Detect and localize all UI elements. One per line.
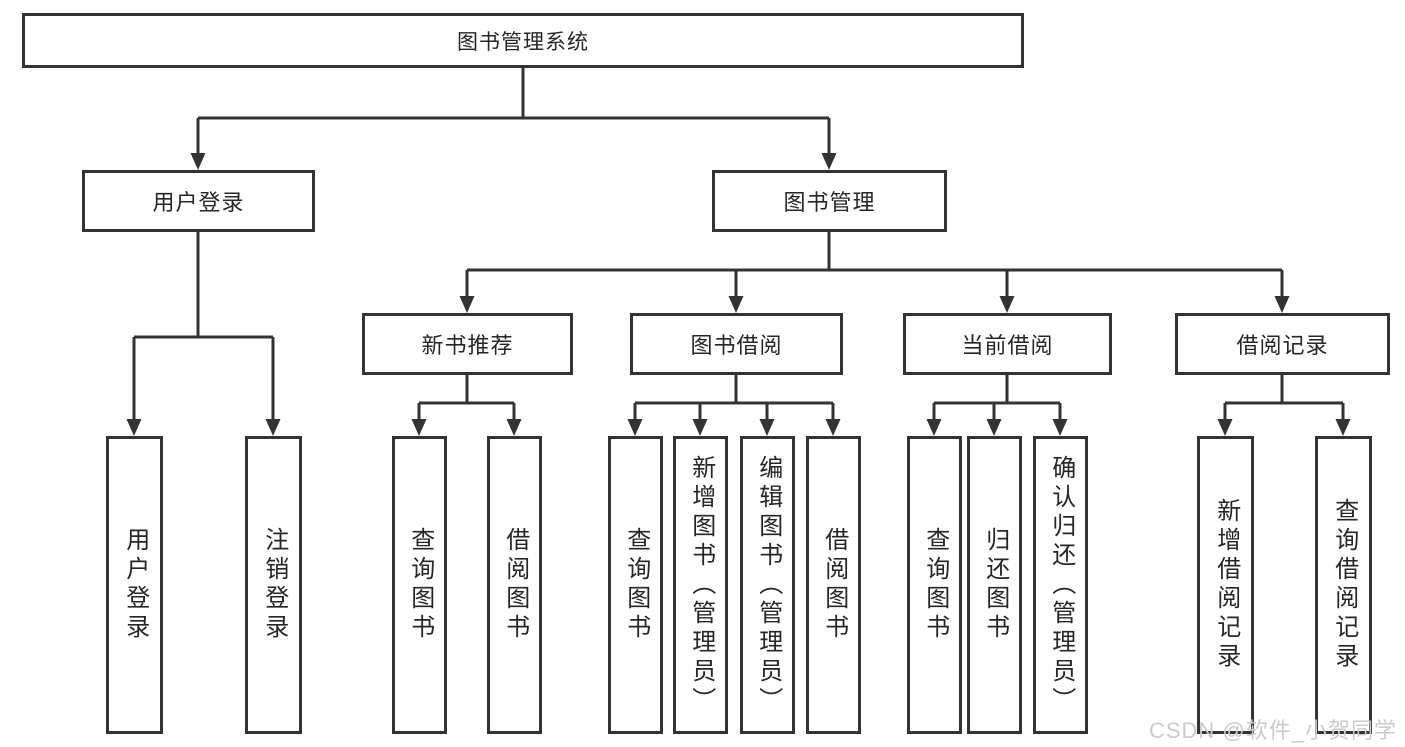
leaf-add-borrow-record: 新增借阅记录 bbox=[1197, 436, 1254, 734]
leaf-borrow-books-borrowing: 借阅图书 bbox=[806, 436, 861, 734]
node-label: 借阅图书 bbox=[820, 527, 848, 643]
node-label: 借阅记录 bbox=[1236, 333, 1329, 358]
node-label: 图书借阅 bbox=[690, 333, 783, 358]
watermark: CSDN @软件_小贺同学 bbox=[1148, 718, 1397, 743]
leaf-confirm-return-admin: 确认归还（管理员） bbox=[1033, 436, 1088, 734]
node-label: 确认归还（管理员） bbox=[1047, 454, 1075, 716]
node-borrowing-records: 借阅记录 bbox=[1175, 313, 1390, 375]
leaf-borrow-books-recommend: 借阅图书 bbox=[487, 436, 542, 734]
leaf-add-book-admin: 新增图书（管理员） bbox=[673, 436, 728, 734]
node-current-borrowing: 当前借阅 bbox=[903, 313, 1112, 375]
node-label: 新增图书（管理员） bbox=[687, 454, 715, 716]
node-label: 借阅图书 bbox=[501, 527, 529, 643]
node-label: 用户登录 bbox=[121, 527, 149, 643]
node-label: 编辑图书（管理员） bbox=[754, 454, 782, 716]
node-label: 查询图书 bbox=[406, 527, 434, 643]
node-label: 图书管理系统 bbox=[457, 30, 589, 54]
node-label: 查询图书 bbox=[921, 527, 949, 643]
node-label: 归还图书 bbox=[981, 527, 1009, 643]
leaf-query-books-recommend: 查询图书 bbox=[392, 436, 447, 734]
node-label: 新书推荐 bbox=[421, 333, 514, 358]
node-label: 查询借阅记录 bbox=[1330, 498, 1358, 672]
node-label: 注销登录 bbox=[260, 527, 288, 643]
node-label: 当前借阅 bbox=[961, 333, 1054, 358]
leaf-edit-book-admin: 编辑图书（管理员） bbox=[740, 436, 795, 734]
leaf-query-borrow-record: 查询借阅记录 bbox=[1315, 436, 1372, 734]
node-label: 图书管理 bbox=[783, 190, 876, 215]
leaf-query-books-current: 查询图书 bbox=[907, 436, 962, 734]
node-library-management-system: 图书管理系统 bbox=[22, 13, 1024, 68]
node-label: 查询图书 bbox=[622, 527, 650, 643]
node-user-login: 用户登录 bbox=[82, 170, 315, 232]
node-new-book-recommendation: 新书推荐 bbox=[362, 313, 573, 375]
leaf-logout: 注销登录 bbox=[245, 436, 302, 734]
leaf-query-books-borrowing: 查询图书 bbox=[608, 436, 663, 734]
leaf-user-login: 用户登录 bbox=[106, 436, 163, 734]
node-book-borrowing: 图书借阅 bbox=[630, 313, 843, 375]
node-book-management: 图书管理 bbox=[712, 170, 947, 232]
node-label: 新增借阅记录 bbox=[1212, 498, 1240, 672]
leaf-return-book: 归还图书 bbox=[967, 436, 1022, 734]
node-label: 用户登录 bbox=[152, 190, 245, 215]
